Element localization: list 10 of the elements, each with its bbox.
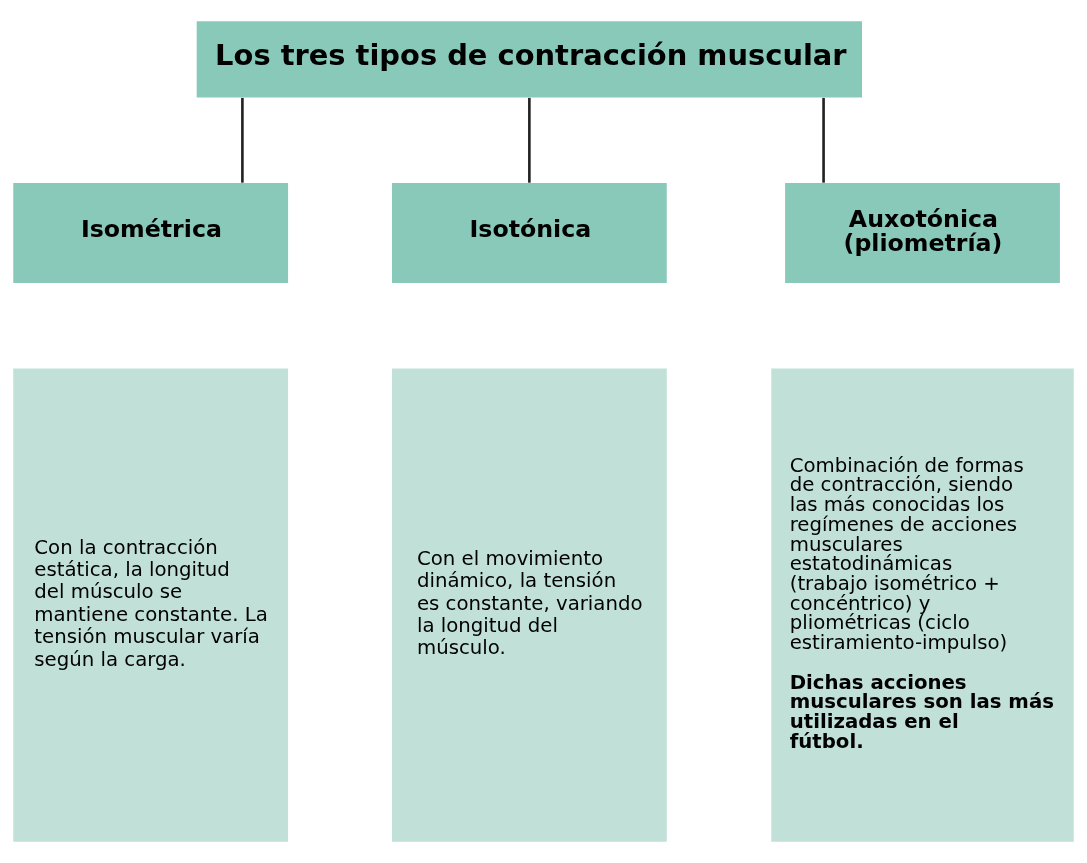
node-box: Los tres tipos de contracción muscular	[196, 21, 863, 98]
node-box: Isotónica	[391, 183, 667, 283]
node-box: Con el movimiento dinámico, la tensión es constante, variando la longitud del músculo.	[391, 368, 667, 842]
node-box: Isométrica	[13, 183, 289, 283]
node-box: Auxotónica (pliometría)	[785, 183, 1060, 283]
node-box: Combinación de formas de contracción, siendo las más conocidas los regímenes de acciones musculares estatodinámicas (trabajo isométrico + concéntrico) y pliométricas (ciclo estiramiento-impulso) Dichas acciones musculares son las más utilizadas en el fútbol.	[771, 368, 1074, 842]
connector	[241, 97, 244, 183]
connector	[822, 97, 825, 183]
node-box: Con la contracción estática, la longitud del músculo se mantiene constante. La tensión muscular varía según la carga.	[13, 368, 289, 842]
connector	[528, 97, 531, 183]
